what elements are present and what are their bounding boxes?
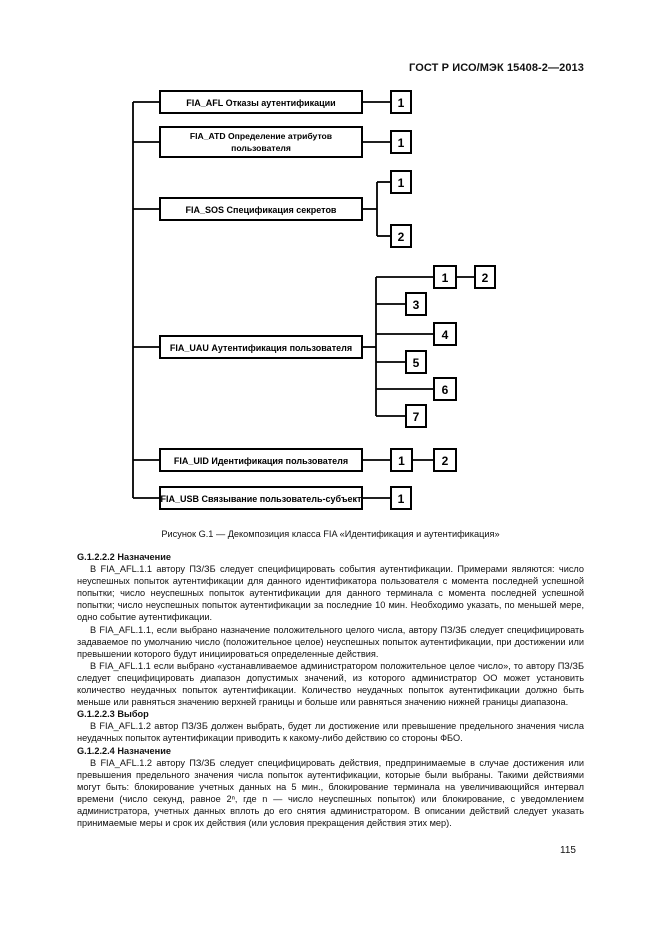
section-heading: G.1.2.2.3 Выбор	[77, 709, 149, 720]
family-label-uau: FIA_UAU Аутентификация пользователя	[170, 343, 352, 353]
section-heading: G.1.2.2.4 Назначение	[77, 745, 171, 756]
svg-text:1: 1	[398, 454, 405, 468]
family-box-uau: FIA_UAU Аутентификация пользователя	[159, 335, 363, 359]
svg-text:7: 7	[413, 410, 420, 424]
family-box-sos: FIA_SOS Спецификация секретов	[159, 197, 363, 221]
svg-text:1: 1	[398, 136, 405, 150]
paragraph: В FIA_AFL.1.2 автору ПЗ/ЗБ следует специ…	[77, 757, 584, 829]
component-box: 1	[390, 486, 412, 510]
svg-text:1: 1	[398, 176, 405, 190]
component-box: 1	[390, 448, 413, 472]
page-number: 115	[560, 845, 576, 856]
family-box-usb: FIA_USB Связывание пользователь-субъект	[159, 486, 363, 510]
svg-text:3: 3	[413, 298, 420, 312]
family-box-uid: FIA_UID Идентификация пользователя	[159, 448, 363, 472]
component-box: 1	[390, 130, 412, 154]
component-box: 1	[433, 265, 457, 289]
component-box: 7	[405, 404, 427, 428]
component-box: 1	[390, 90, 412, 114]
component-box: 3	[405, 292, 427, 316]
component-box: 2	[474, 265, 496, 289]
paragraph: В FIA_AFL.1.1 автору ПЗ/ЗБ следует специ…	[77, 564, 584, 623]
component-box: 4	[433, 322, 457, 346]
svg-text:2: 2	[442, 454, 449, 468]
document-body: G.1.2.2.2 Назначение В FIA_AFL.1.1 автор…	[77, 551, 584, 829]
family-label-sos: FIA_SOS Спецификация секретов	[186, 205, 337, 215]
family-box-afl: FIA_AFL Отказы аутентификации	[159, 90, 363, 114]
figure-caption: Рисунок G.1 — Декомпозиция класса FIA «И…	[161, 529, 500, 539]
component-box: 6	[433, 377, 457, 401]
component-box: 1	[390, 170, 412, 194]
component-box: 2	[390, 224, 412, 248]
svg-text:2: 2	[482, 271, 489, 285]
svg-text:1: 1	[442, 271, 449, 285]
family-label-afl: FIA_AFL Отказы аутентификации	[186, 98, 335, 108]
class-decomposition-diagram: FIA_AFL Отказы аутентификации FIA_ATD Оп…	[132, 90, 496, 510]
component-box: 5	[405, 350, 427, 374]
paragraph: В FIA_AFL.1.2 автор ПЗ/ЗБ должен выбрать…	[77, 721, 584, 744]
family-label-atd-line2: пользователя	[231, 143, 291, 153]
component-box: 2	[433, 448, 457, 472]
svg-text:1: 1	[398, 96, 405, 110]
svg-text:5: 5	[413, 356, 420, 370]
family-box-atd: FIA_ATD Определение атрибутов пользовате…	[159, 126, 363, 158]
family-label-atd: FIA_ATD Определение атрибутов	[190, 131, 332, 141]
svg-text:4: 4	[442, 328, 449, 342]
document-header: ГОСТ Р ИСО/МЭК 15408-2—2013	[409, 62, 584, 74]
section-heading: G.1.2.2.2 Назначение	[77, 552, 171, 562]
paragraph: В FIA_AFL.1.1, если выбрано назначение п…	[77, 624, 584, 659]
family-label-uid: FIA_UID Идентификация пользователя	[174, 456, 348, 466]
paragraph: В FIA_AFL.1.1 если выбрано «устанавливае…	[77, 660, 584, 708]
family-label-usb: FIA_USB Связывание пользователь-субъект	[161, 494, 363, 504]
svg-text:1: 1	[398, 492, 405, 506]
svg-text:6: 6	[442, 383, 449, 397]
svg-text:2: 2	[398, 230, 405, 244]
